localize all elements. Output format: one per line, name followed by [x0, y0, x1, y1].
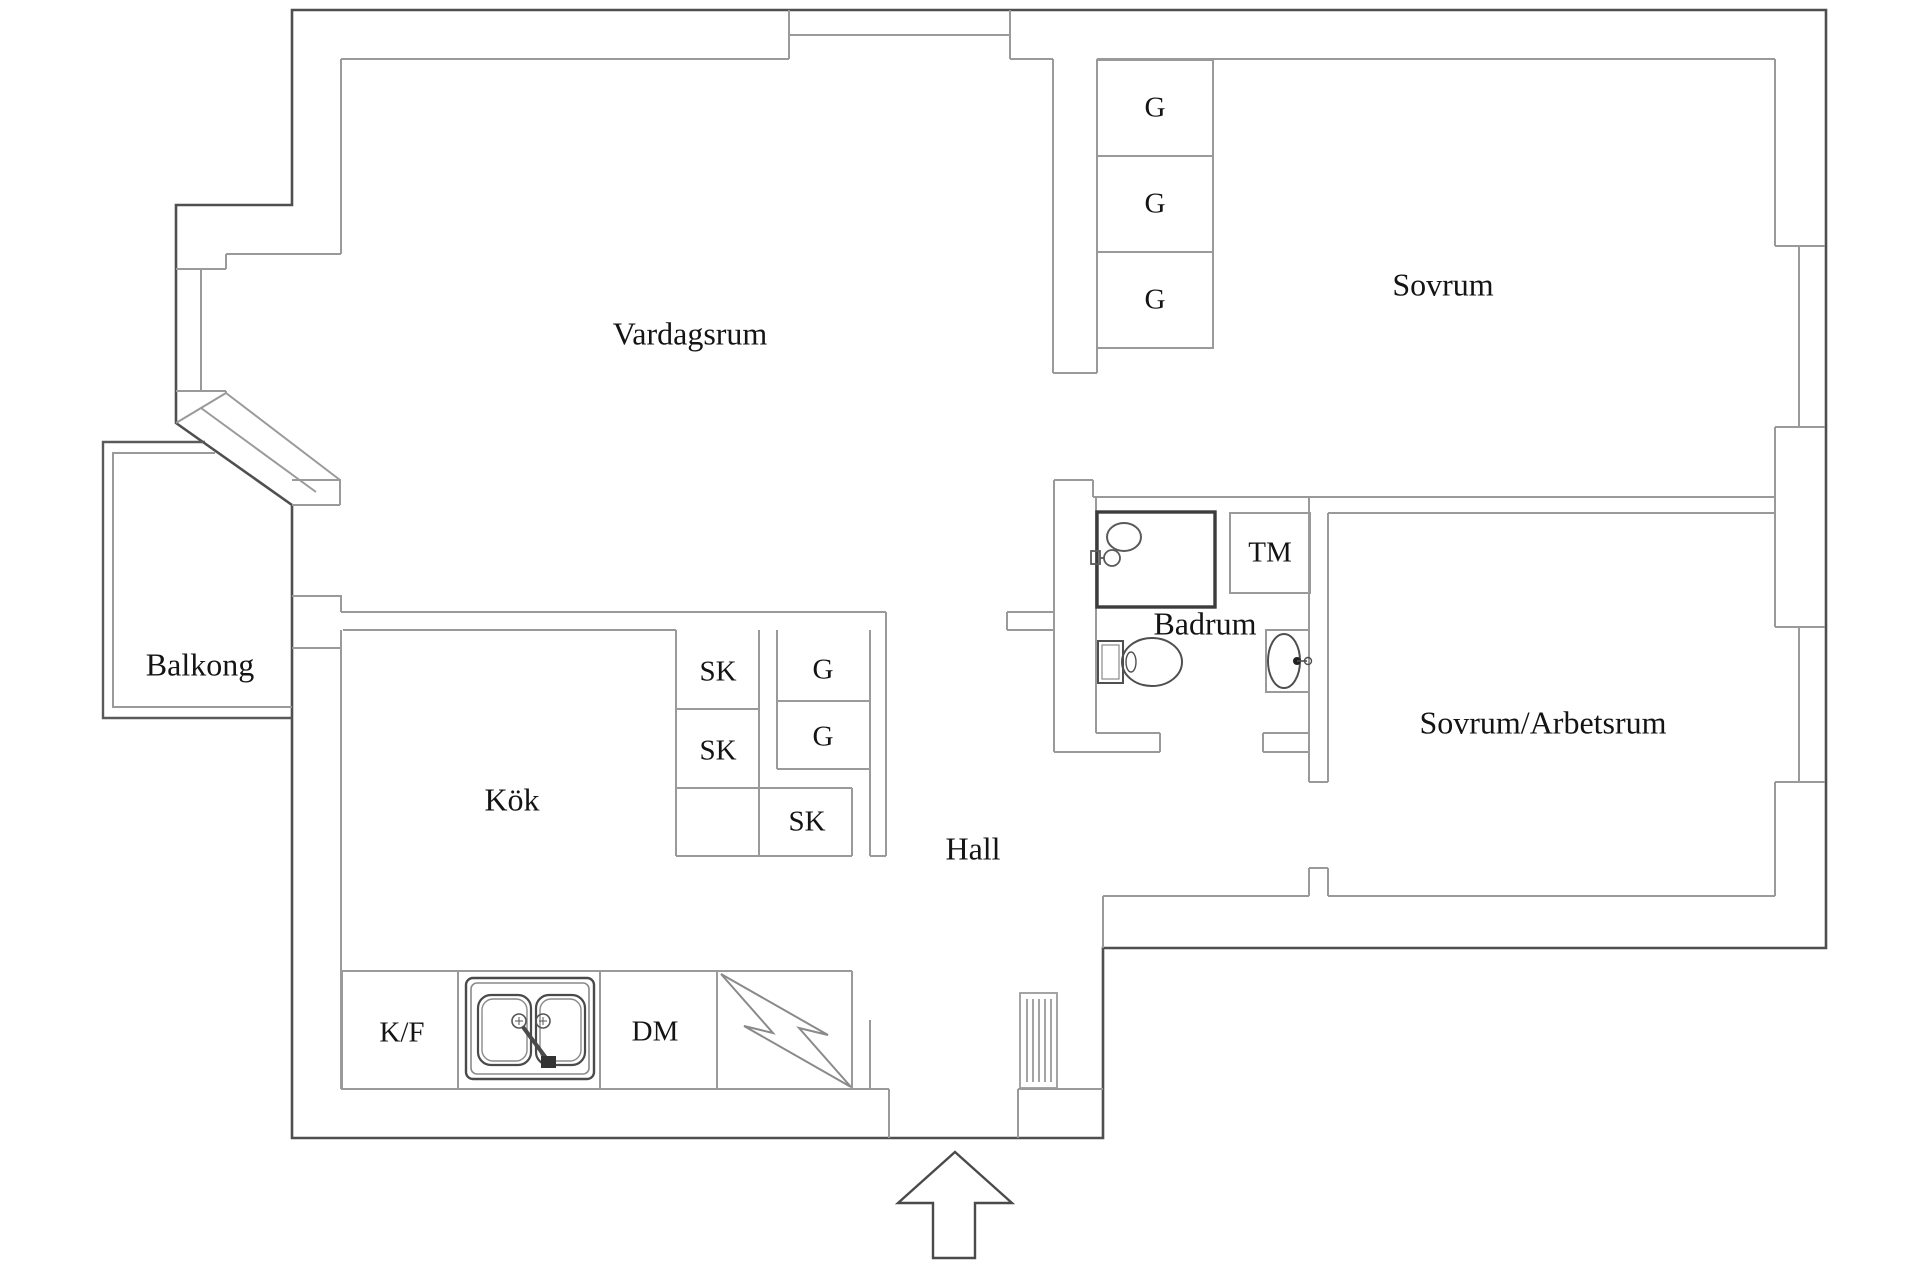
tm-niche [1229, 512, 1311, 594]
left-window [176, 268, 226, 392]
sovrum-window [1775, 245, 1825, 428]
room-label-sovrum-arbetsrum: Sovrum/Arbetsrum [1419, 704, 1667, 741]
room-label-badrum: Badrum [1153, 605, 1257, 642]
washbasin-icon [1265, 629, 1313, 693]
arbetsrum-window [1775, 626, 1825, 783]
entrance-arrow-icon [894, 1150, 1016, 1260]
kitchen-sink-icon [464, 976, 596, 1081]
outer-walls [174, 8, 1828, 1140]
kitchen-counter [341, 970, 853, 1089]
wardrobe-label-3: G [1144, 283, 1166, 316]
top-window [788, 10, 1011, 59]
stove-icon [720, 973, 852, 1088]
shower-icon [1090, 510, 1217, 609]
balcony-outline [101, 440, 292, 720]
wardrobe-label-2: G [1144, 187, 1166, 220]
sk-label-1: SK [699, 655, 737, 688]
toilet-icon [1097, 637, 1183, 687]
room-label-hall: Hall [945, 830, 1001, 867]
room-label-vardagsrum: Vardagsrum [612, 315, 768, 352]
sk-label-3: SK [788, 805, 826, 838]
fridge-freezer-label: K/F [379, 1016, 425, 1049]
wardrobe-label-4: G [812, 653, 834, 686]
dishwasher-label: DM [631, 1015, 679, 1048]
wardrobe-label-5: G [812, 720, 834, 753]
room-label-sovrum: Sovrum [1392, 266, 1494, 303]
washing-machine-label: TM [1248, 536, 1292, 569]
doormat-grille-icon [1019, 992, 1058, 1089]
chamfer-window [175, 392, 341, 493]
wardrobe-label-1: G [1144, 91, 1166, 124]
sk-bottom-box [759, 787, 853, 856]
room-label-balkong: Balkong [145, 646, 255, 683]
sk-label-2: SK [699, 734, 737, 767]
wardrobe-column [1097, 59, 1214, 349]
g-column-kitchen [776, 630, 870, 770]
inner-walls [175, 10, 1825, 1138]
sk-column [675, 630, 852, 857]
room-label-kok: Kök [484, 781, 540, 818]
